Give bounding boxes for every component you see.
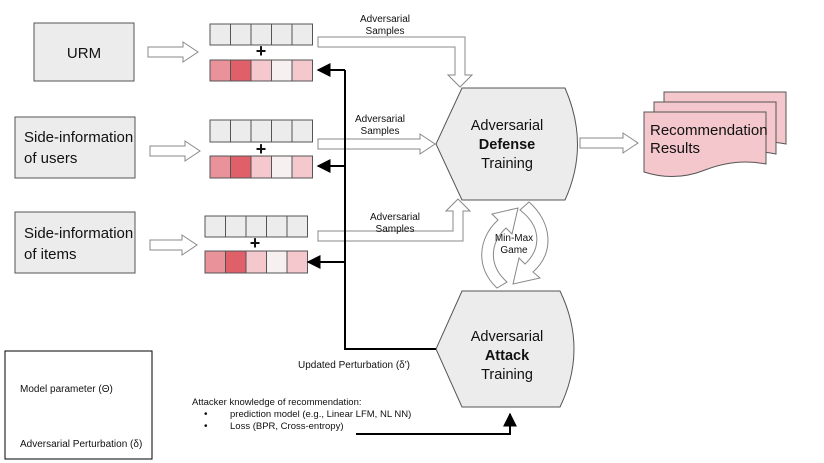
- plus-icon: +: [256, 41, 267, 61]
- min-max-up-arrow: [481, 207, 519, 289]
- adversarial-samples-top-line1: Adversarial: [360, 14, 410, 25]
- perturbation-vector-items: [204, 250, 308, 274]
- perturbation-cell: [291, 59, 313, 82]
- adversarial-samples-arrow-middle: [317, 133, 436, 155]
- perturbation-vector-users: [209, 155, 313, 179]
- items-label-line2: of items: [24, 246, 77, 263]
- parameter-cell: [230, 23, 252, 46]
- perturbation-vector-urm: [209, 59, 313, 82]
- users-label-line1: Side-information: [24, 129, 133, 146]
- plus-icon: +: [250, 233, 261, 253]
- defense-line2: Defense: [479, 137, 535, 153]
- items-box: [14, 211, 136, 274]
- defense-line1: Adversarial: [471, 118, 544, 134]
- adversarial-samples-middle-line1: Adversarial: [355, 114, 405, 125]
- attack-line1: Adversarial: [471, 329, 544, 345]
- urm-box: [33, 22, 135, 82]
- model-parameter-vector-items: [204, 215, 308, 238]
- updated-perturbation-label: Updated Perturbation (δ'): [298, 360, 410, 371]
- attacker-knowledge-arrow: [356, 412, 517, 435]
- model-parameter-vector-users: [209, 119, 313, 143]
- urm-label: URM: [67, 45, 101, 62]
- attack-training-shape: [435, 290, 575, 408]
- parameter-cell: [291, 119, 313, 143]
- defense-to-results-arrow: [579, 132, 639, 154]
- adversarial-samples-top-line2: Samples: [366, 26, 405, 37]
- min-max-down-arrow: [512, 201, 549, 285]
- attacker-knowledge-bullet: •: [204, 409, 208, 420]
- perturbation-cell: [209, 155, 231, 179]
- legend-box: [4, 350, 153, 460]
- parameter-cell: [286, 215, 308, 238]
- attacker-knowledge-title: Attacker knowledge of recommendation:: [192, 397, 362, 408]
- min-max-line1: Min-Max: [495, 233, 533, 244]
- perturbation-cell: [271, 59, 293, 82]
- items-to-vector-arrow: [149, 234, 198, 256]
- perturbation-cell: [271, 155, 293, 179]
- results-document-front: [643, 111, 767, 177]
- attack-line3: Training: [481, 367, 533, 383]
- updated-perturbation-line: [344, 70, 436, 350]
- parameter-cell: [225, 215, 247, 238]
- model-parameter-vector-urm: [209, 23, 313, 46]
- adversarial-samples-arrow-bottom: [317, 198, 472, 242]
- perturbation-cell: [245, 250, 267, 274]
- perturbation-cell: [286, 250, 308, 274]
- adversarial-samples-middle-line2: Samples: [361, 126, 400, 137]
- parameter-cell: [209, 23, 231, 46]
- perturbation-cell: [250, 155, 272, 179]
- plus-icon: +: [256, 139, 267, 159]
- perturbation-cell: [291, 155, 313, 179]
- parameter-cell: [271, 119, 293, 143]
- perturbation-cell: [230, 155, 252, 179]
- min-max-line2: Game: [500, 245, 528, 256]
- attacker-knowledge-item: Loss (BPR, Cross-entropy): [230, 421, 344, 432]
- parameter-cell: [266, 215, 288, 238]
- results-line2: Results: [650, 140, 700, 157]
- adversarial-samples-bottom-line2: Samples: [376, 224, 415, 235]
- perturbation-cell: [266, 250, 288, 274]
- parameter-cell: [271, 23, 293, 46]
- perturbation-cell: [230, 59, 252, 82]
- attack-line2: Attack: [485, 348, 530, 364]
- parameter-cell: [291, 23, 313, 46]
- items-label-line1: Side-information: [24, 225, 133, 242]
- legend-perturbation-label: Adversarial Perturbation (δ): [20, 439, 142, 450]
- defense-line3: Training: [481, 156, 533, 172]
- urm-to-vector-arrow: [147, 41, 199, 63]
- perturbation-cell: [204, 250, 226, 274]
- perturbation-cell: [225, 250, 247, 274]
- legend-model-parameter-label: Model parameter (Θ): [20, 384, 113, 395]
- users-to-vector-arrow: [149, 140, 201, 162]
- parameter-cell: [204, 215, 226, 238]
- perturbation-cell: [250, 59, 272, 82]
- defense-training-shape: [435, 87, 578, 201]
- attacker-knowledge-bullet: •: [204, 421, 208, 432]
- users-box: [14, 116, 136, 179]
- perturbation-cell: [209, 59, 231, 82]
- parameter-cell: [230, 119, 252, 143]
- results-line1: Recommendation: [650, 122, 768, 139]
- users-label-line2: of users: [24, 150, 77, 167]
- parameter-cell: [209, 119, 231, 143]
- adversarial-samples-bottom-line1: Adversarial: [370, 212, 420, 223]
- attacker-knowledge-item: prediction model (e.g., Linear LFM, NL N…: [230, 409, 411, 420]
- adversarial-samples-arrow-top: [317, 36, 474, 88]
